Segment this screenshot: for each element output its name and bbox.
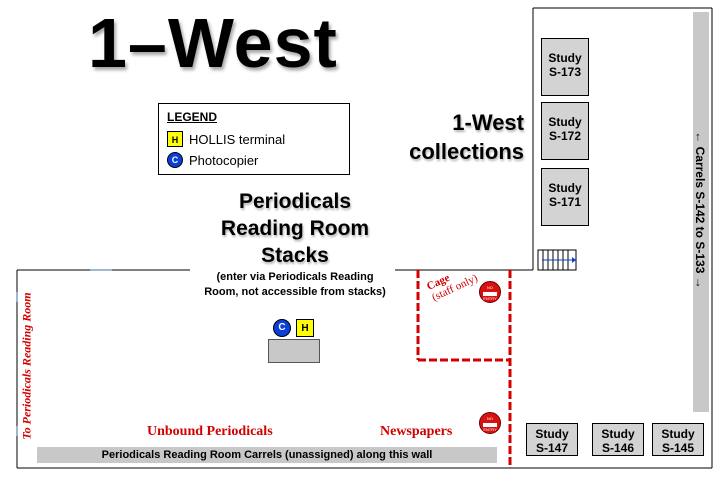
study-room-s147[interactable]: Study S-147 xyxy=(526,423,578,456)
study-label: Study xyxy=(548,51,582,65)
collections-label: 1-West collections xyxy=(398,108,524,166)
periodicals-room-line1: Periodicals xyxy=(238,190,352,213)
hollis-terminal-icon: H xyxy=(296,319,314,337)
study-number: S-147 xyxy=(535,441,569,455)
study-number: S-146 xyxy=(601,441,635,455)
floor-title: 1–West xyxy=(88,4,338,82)
periodicals-room-line3: Stacks xyxy=(261,244,329,267)
unbound-periodicals-label: Unbound Periodicals xyxy=(147,424,273,439)
study-room-s145[interactable]: Study S-145 xyxy=(652,423,704,456)
study-label: Study xyxy=(548,115,582,129)
study-label: Study xyxy=(661,427,695,441)
carrels-column-label: ← Carrels S-142 to S-133 → xyxy=(693,131,707,289)
legend-label-photocopier: Photocopier xyxy=(189,153,259,168)
study-number: S-145 xyxy=(661,441,695,455)
study-number: S-171 xyxy=(548,195,582,209)
study-room-s173[interactable]: Study S-173 xyxy=(541,38,589,96)
carrels-column xyxy=(693,12,709,412)
study-label: Study xyxy=(535,427,569,441)
study-number: S-172 xyxy=(548,129,582,143)
legend-label-hollis: HOLLIS terminal xyxy=(189,132,286,147)
periodicals-note-line2: Room, not accessible from stacks) xyxy=(204,286,386,298)
to-periodicals-label: To Periodicals Reading Room xyxy=(19,292,34,440)
study-label: Study xyxy=(601,427,635,441)
newspapers-label: Newspapers xyxy=(380,424,453,439)
legend-box: LEGEND H HOLLIS terminal C Photocopier xyxy=(158,103,350,175)
photocopier-icon: C xyxy=(167,152,183,168)
hollis-terminal-icon: H xyxy=(167,131,183,147)
collections-line2: collections xyxy=(409,139,524,164)
study-room-s172[interactable]: Study S-172 xyxy=(541,102,589,160)
study-label: Study xyxy=(548,181,582,195)
copier-table xyxy=(268,339,320,363)
periodicals-room-note: (enter via Periodicals Reading Room, not… xyxy=(190,270,400,300)
periodicals-carrels-bar: Periodicals Reading Room Carrels (unassi… xyxy=(37,447,497,463)
periodicals-room-line2: Reading Room xyxy=(220,217,370,240)
collections-line1: 1-West xyxy=(452,110,524,135)
study-room-s171[interactable]: Study S-171 xyxy=(541,168,589,226)
study-room-s146[interactable]: Study S-146 xyxy=(592,423,644,456)
periodicals-note-line1: (enter via Periodicals Reading xyxy=(216,271,374,283)
periodicals-room-label: Periodicals Reading Room Stacks xyxy=(190,188,400,269)
photocopier-icon: C xyxy=(273,319,291,337)
study-number: S-173 xyxy=(548,65,582,79)
legend-heading: LEGEND xyxy=(167,110,218,124)
